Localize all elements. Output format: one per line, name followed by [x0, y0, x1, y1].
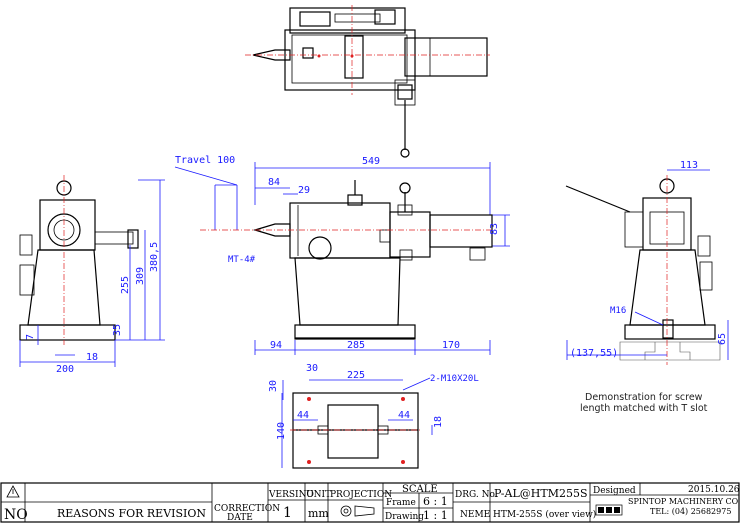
company-tel: TEL: (04) 25682975 — [650, 507, 731, 516]
front-view — [174, 162, 510, 355]
dim-94: 94 — [270, 340, 282, 351]
dim-35: 35 — [112, 324, 123, 336]
dim-30-horizontal: 30 — [306, 363, 318, 374]
holes-label: 2-M10X20L — [430, 374, 479, 384]
dim-140: 140 — [276, 422, 287, 440]
unit-label: UNIT — [306, 490, 331, 500]
dim-84: 84 — [268, 177, 280, 188]
design-date: 2015.10.26 — [688, 485, 740, 495]
dim-137: (137,55) — [570, 348, 618, 359]
demonstration-note-line2: length matched with T slot — [580, 403, 708, 414]
left-side-view — [19, 175, 165, 367]
company-logo — [595, 504, 623, 516]
base-plan-view — [281, 377, 433, 469]
dim-200: 200 — [56, 364, 74, 375]
company-name: SPINTOP MACHINERY CO.,LTD. — [628, 497, 740, 506]
top-view — [245, 5, 490, 158]
travel-dim: Travel 100 — [175, 155, 235, 166]
demonstration-note-line1: Demonstration for screw — [585, 392, 703, 403]
version-value: 1 — [283, 505, 292, 521]
unit-value: mm — [308, 507, 329, 520]
dim-309: 309 — [135, 267, 146, 285]
reasons-label: REASONS FOR REVISION — [57, 507, 206, 520]
dim-44-right: 44 — [398, 410, 410, 421]
drg-no-value: P-AL@HTM255S — [494, 487, 588, 500]
drawing-label: Drawing — [385, 512, 424, 522]
dim-29: 29 — [298, 185, 310, 196]
designed-label: Designed — [593, 486, 636, 496]
dim-113: 113 — [680, 160, 698, 171]
projection-label: PROJECTION — [330, 490, 392, 500]
version-label: VERSINO — [268, 490, 314, 500]
dim-30-vertical: 30 — [268, 380, 279, 392]
dim-83: 83 — [489, 223, 500, 235]
scale-label: SCALE — [402, 484, 438, 495]
drawing-value: 1 : 1 — [423, 509, 448, 522]
dim-18-end: 18 — [86, 352, 98, 363]
name-label: NEME — [460, 510, 490, 520]
dim-44-left: 44 — [297, 410, 309, 421]
no-label: NO — [4, 507, 28, 523]
drg-no-label: DRG. No. — [455, 490, 498, 500]
taper-label: MT-4# — [228, 255, 256, 265]
frame-value: 6 : 1 — [423, 495, 448, 508]
title-block — [0, 482, 740, 523]
dim-7: 7 — [25, 334, 36, 340]
dim-255: 255 — [120, 276, 131, 294]
name-value: HTM-255S (over view) — [493, 509, 596, 520]
dim-18-slot: 18 — [433, 416, 444, 428]
dim-225: 225 — [347, 370, 365, 381]
dim-380: 380,5 — [149, 242, 160, 272]
date-label: DATE — [227, 513, 253, 523]
bolt-label: M16 — [610, 306, 626, 316]
overall-length-dim: 549 — [362, 156, 380, 167]
frame-label: Frame — [386, 498, 416, 508]
right-side-view — [565, 169, 729, 365]
dim-170: 170 — [442, 340, 460, 351]
dim-65: 65 — [717, 333, 728, 345]
dim-285: 285 — [347, 340, 365, 351]
correction-label: CORRECTION — [214, 504, 280, 514]
